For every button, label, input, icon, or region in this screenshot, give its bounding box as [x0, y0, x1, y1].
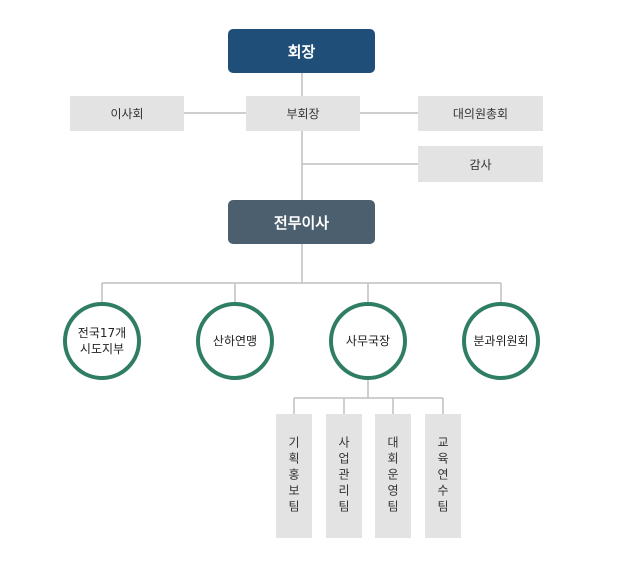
- division-label-line2: 시도지부: [79, 342, 125, 356]
- board-label: 이사회: [110, 107, 144, 121]
- team-competition-operations: 대회운영팀: [375, 414, 411, 538]
- audit-label: 감사: [469, 157, 492, 172]
- division-circle-federations: 산하연맹: [196, 302, 274, 380]
- division-label-line1: 전국17개: [77, 326, 127, 340]
- team-label: 교육연수팀: [435, 436, 450, 516]
- division-label-line1: 분과위원회: [473, 334, 529, 348]
- vice-chairman-box: 부회장: [246, 96, 360, 131]
- executive-director-box: 전무이사: [228, 200, 375, 244]
- division-label-line1: 산하연맹: [212, 334, 258, 348]
- general-assembly-box: 대의원총회: [418, 96, 543, 131]
- division-label-line1: 사무국장: [345, 334, 391, 348]
- board-box: 이사회: [70, 96, 184, 131]
- executive-director-label: 전무이사: [273, 213, 330, 232]
- team-planning-pr: 기획홍보팀: [276, 414, 312, 538]
- chairman-label: 회장: [287, 42, 316, 61]
- team-education-training: 교육연수팀: [425, 414, 461, 538]
- team-label: 사업관리팀: [336, 436, 351, 516]
- division-circle-branches: 전국17개 시도지부: [63, 302, 141, 380]
- team-business-management: 사업관리팀: [326, 414, 362, 538]
- division-circle-committees: 분과위원회: [462, 302, 540, 380]
- chairman-box: 회장: [228, 29, 375, 73]
- team-label: 기획홍보팀: [286, 436, 301, 516]
- audit-box: 감사: [418, 146, 543, 182]
- team-label: 대회운영팀: [385, 436, 400, 516]
- vice-chairman-label: 부회장: [286, 107, 320, 121]
- division-circle-secretary-general: 사무국장: [329, 302, 407, 380]
- general-assembly-label: 대의원총회: [452, 107, 509, 121]
